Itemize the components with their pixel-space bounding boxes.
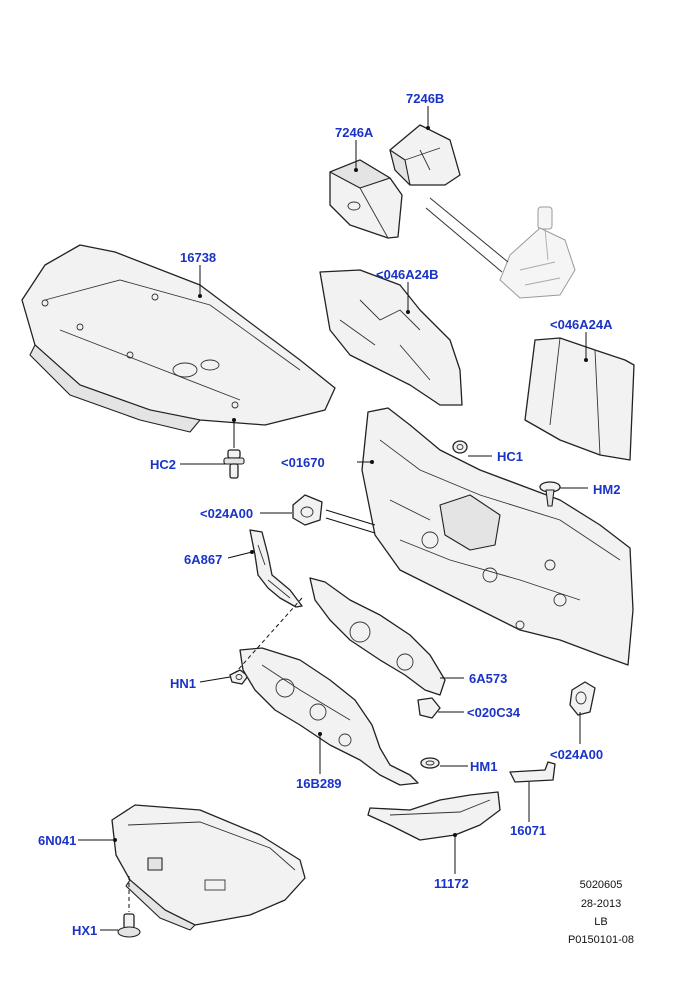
reference-line-2: 28-2013 <box>580 898 622 910</box>
part-024a00-grommet-upper <box>292 494 323 526</box>
callout-hx1[interactable]: HX1 <box>72 923 98 938</box>
callout-7246a[interactable]: 7246A <box>335 125 374 140</box>
callout-6a573[interactable]: 6A573 <box>469 671 508 686</box>
leader-lines <box>78 106 588 931</box>
part-01670-dash-panel <box>361 407 634 666</box>
part-046a24a-insulator <box>524 337 635 461</box>
part-16b289-insulator <box>239 647 419 786</box>
part-hm2-clip <box>539 481 561 507</box>
callout-11172[interactable]: 11172 <box>434 876 469 891</box>
reference-line-3: LB <box>594 916 608 928</box>
part-6a867-bracket <box>249 529 303 608</box>
part-6n041-tray <box>111 804 306 931</box>
part-024a00-grommet-lower <box>569 681 596 716</box>
callout-7246b[interactable]: 7246B <box>406 91 445 106</box>
part-hc1-grommet <box>452 440 468 454</box>
callout-024a00-upper[interactable]: <024A00 <box>200 506 254 521</box>
callout-16738[interactable]: 16738 <box>180 250 217 265</box>
part-7246a-insulator <box>329 159 403 239</box>
part-hx1-fastener <box>117 913 141 938</box>
part-hm1-clip <box>420 757 440 769</box>
callout-hm1[interactable]: HM1 <box>470 759 498 774</box>
part-020c34-pad <box>417 697 441 719</box>
part-046a24b-insulator <box>319 269 463 406</box>
callout-hn1[interactable]: HN1 <box>170 676 197 691</box>
part-hn1-clip <box>229 669 249 685</box>
part-11172-insulator <box>367 791 501 841</box>
callout-01670[interactable]: <01670 <box>281 455 325 470</box>
callout-16071[interactable]: 16071 <box>510 823 547 838</box>
gear-selector-ghost <box>425 197 576 299</box>
callout-hc1[interactable]: HC1 <box>497 449 524 464</box>
reference-line-4: P0150101-08 <box>567 934 635 946</box>
callout-16b289[interactable]: 16B289 <box>296 776 342 791</box>
callout-020c34[interactable]: <020C34 <box>467 705 521 720</box>
callout-024a00-lower[interactable]: <024A00 <box>550 747 604 762</box>
part-7246b-insulator <box>389 124 461 186</box>
reference-line-1: 5020605 <box>579 879 623 891</box>
callout-hm2[interactable]: HM2 <box>593 482 621 497</box>
callout-046a24b[interactable]: <046A24B <box>376 267 439 282</box>
part-16071-bracket <box>509 761 556 783</box>
part-hc2-fastener <box>223 449 245 479</box>
callout-6n041[interactable]: 6N041 <box>38 833 77 848</box>
callout-6a867[interactable]: 6A867 <box>184 552 223 567</box>
part-6a573-insulator <box>309 577 446 696</box>
part-16738-undertray <box>21 244 336 433</box>
callout-hc2[interactable]: HC2 <box>150 457 177 472</box>
callout-046a24a[interactable]: <046A24A <box>550 317 613 332</box>
